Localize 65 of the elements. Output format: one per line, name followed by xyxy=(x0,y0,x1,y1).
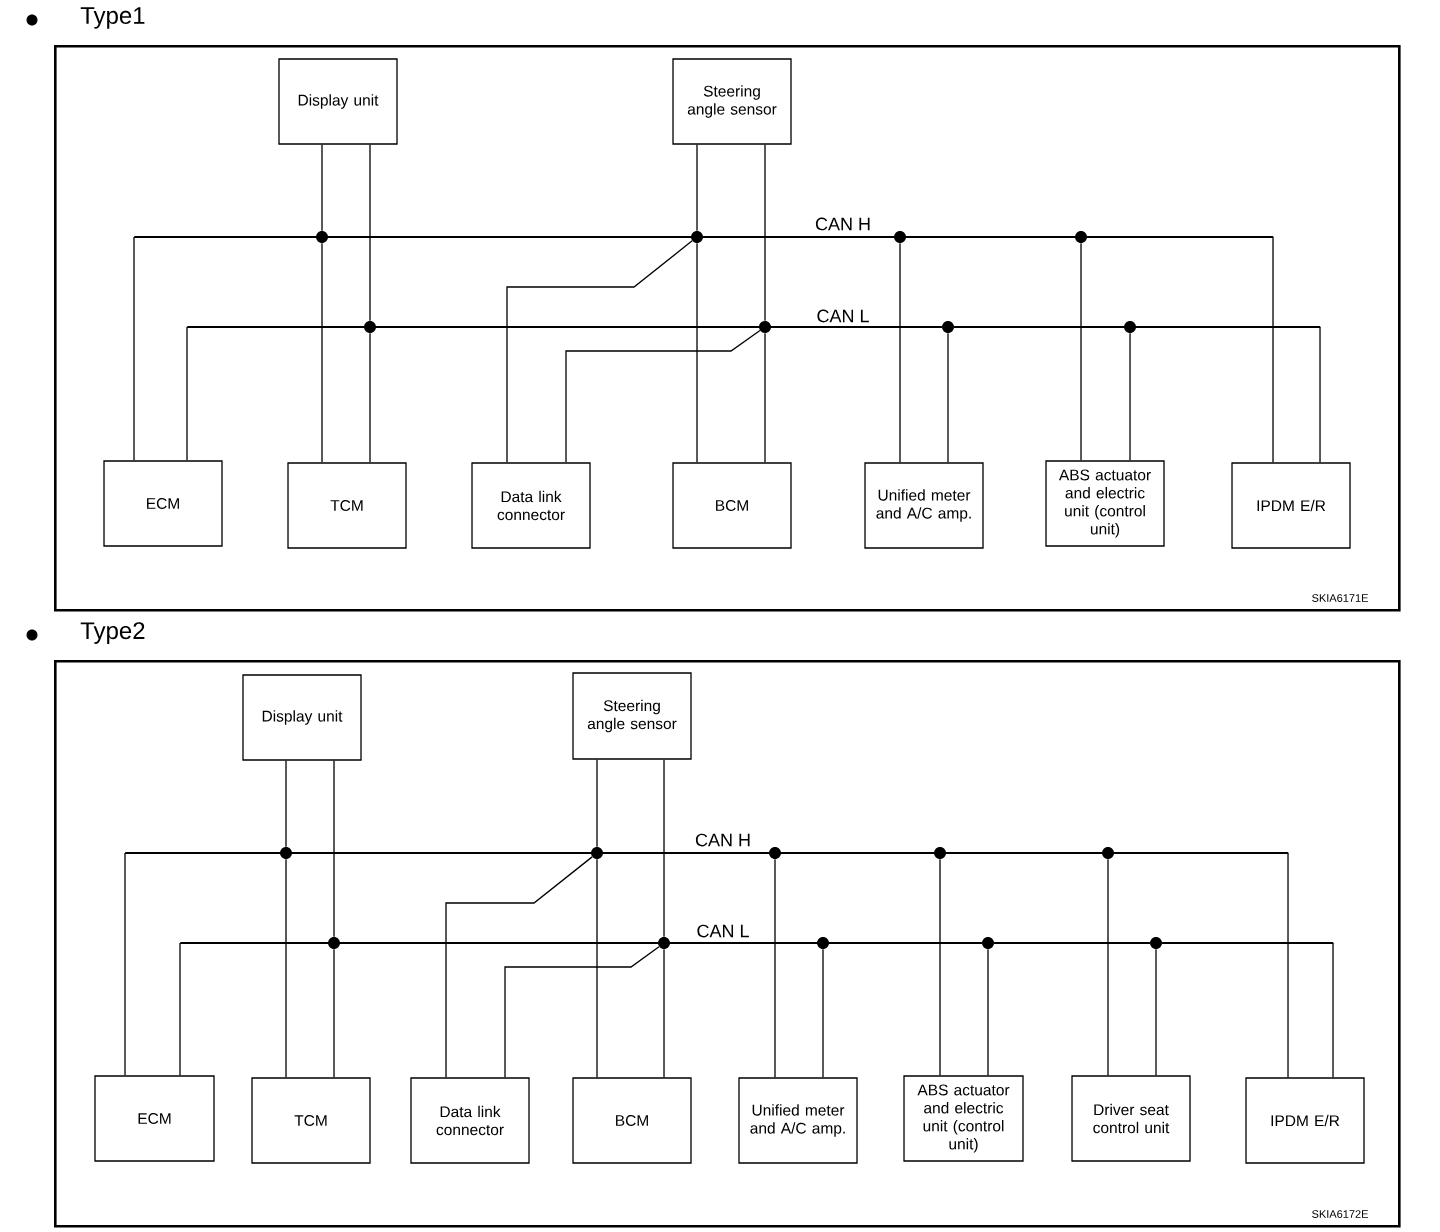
wire xyxy=(1080,242,1082,461)
control-unit-box: Unified meter and A/C amp. xyxy=(738,1077,858,1164)
wire xyxy=(987,948,989,1076)
wire xyxy=(663,948,665,1078)
wire xyxy=(369,332,371,463)
figure-code: SKIA6171E xyxy=(1312,594,1368,602)
wire xyxy=(939,858,941,1076)
control-unit-box: IPDM E/R xyxy=(1245,1077,1365,1164)
control-unit-box: BCM xyxy=(672,462,792,549)
wire xyxy=(186,326,188,461)
control-unit-box: ABS actuator and electric unit (control unit) xyxy=(1045,460,1165,547)
wire xyxy=(1319,326,1321,463)
wire xyxy=(764,332,766,463)
wire xyxy=(696,144,698,232)
control-unit-box: Data link connector xyxy=(410,1077,530,1164)
wire xyxy=(596,759,598,848)
wire xyxy=(333,760,335,938)
wire xyxy=(133,236,135,461)
wire xyxy=(445,856,593,1078)
panel-heading: Type1 xyxy=(80,7,145,29)
wire xyxy=(321,144,323,232)
wire xyxy=(899,242,901,463)
control-unit-box: Unified meter and A/C amp. xyxy=(864,462,984,549)
wire xyxy=(333,948,335,1078)
wire xyxy=(179,942,181,1076)
bus-label: CAN L xyxy=(697,924,749,938)
bus-label: CAN L xyxy=(817,309,869,323)
wire xyxy=(506,240,693,463)
wire xyxy=(1287,852,1289,1078)
control-unit-box: Display unit xyxy=(278,58,398,145)
control-unit-box: ABS actuator and electric unit (control unit) xyxy=(903,1075,1024,1162)
control-unit-box: TCM xyxy=(251,1077,371,1164)
control-unit-box: ECM xyxy=(94,1075,215,1162)
wire xyxy=(1332,942,1334,1078)
wire xyxy=(124,852,126,1076)
wire xyxy=(774,858,776,1078)
wire xyxy=(596,858,598,1078)
control-unit-box: Steering angle sensor xyxy=(572,672,692,760)
wire xyxy=(1155,948,1157,1076)
wire xyxy=(1129,332,1131,461)
wire xyxy=(822,948,824,1078)
wire xyxy=(504,946,660,1078)
wire xyxy=(321,242,323,463)
wire xyxy=(764,144,766,322)
figure-code: SKIA6172E xyxy=(1312,1210,1368,1218)
wire xyxy=(369,144,371,322)
control-unit-box: IPDM E/R xyxy=(1231,462,1351,549)
wire xyxy=(565,329,761,463)
wire xyxy=(285,858,287,1078)
wire xyxy=(1107,858,1109,1076)
control-unit-box: TCM xyxy=(287,462,407,549)
control-unit-box: Driver seat control unit xyxy=(1071,1075,1191,1162)
bus-label: CAN H xyxy=(695,833,750,847)
control-unit-box: Display unit xyxy=(242,674,362,761)
control-unit-box: ECM xyxy=(103,460,223,547)
panel-heading: Type2 xyxy=(80,622,145,644)
control-unit-box: Steering angle sensor xyxy=(672,58,792,145)
wire xyxy=(285,760,287,848)
control-unit-box: Data link connector xyxy=(471,462,591,549)
wire xyxy=(1272,236,1274,463)
bus-label: CAN H xyxy=(815,217,870,231)
wire xyxy=(696,242,698,463)
wire xyxy=(947,332,949,463)
control-unit-box: BCM xyxy=(572,1077,692,1164)
wire xyxy=(663,759,665,938)
